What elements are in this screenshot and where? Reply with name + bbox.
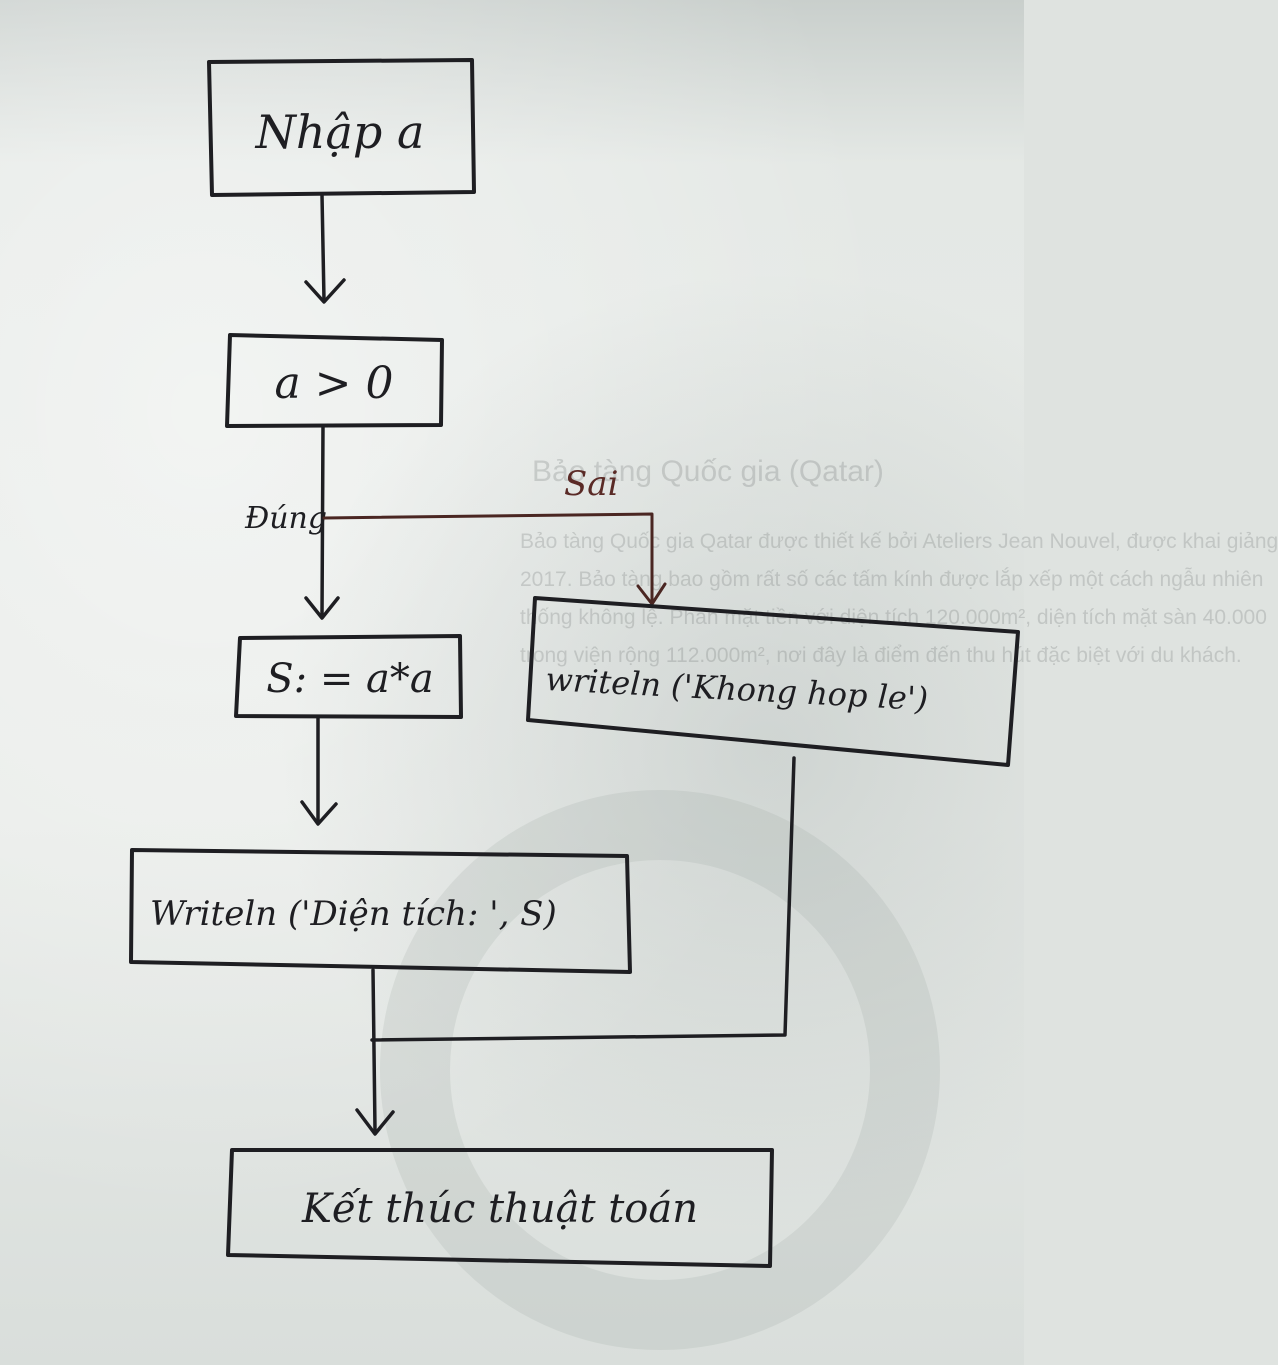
end-box: Kết thúc thuật toán	[226, 1148, 774, 1268]
arrow-input-to-condition	[304, 193, 346, 304]
input-box: Nhập a	[207, 58, 476, 197]
flowchart: Nhập a a > 0 Đúng Sai S: = a*a writeln (…	[129, 58, 1020, 1268]
assign-step-text: S: = a*a	[266, 656, 434, 702]
arrow-to-end	[355, 968, 395, 1136]
false-branch-label: Sai	[564, 464, 618, 504]
true-output-box: Writeln ('Diện tích: ', S)	[129, 848, 632, 974]
arrow-condition-to-assign	[304, 424, 340, 620]
show-through-title: Bảo tàng Quốc gia (Qatar)	[532, 455, 884, 488]
arrow-condition-to-false-output	[322, 512, 667, 606]
show-through-line: Bảo tàng Quốc gia Qatar được thiết kế bở…	[520, 530, 1278, 553]
true-output-text: Writeln ('Diện tích: ', S)	[150, 894, 557, 934]
true-branch-label: Đúng	[244, 501, 327, 536]
arrow-assign-to-true-output	[300, 716, 338, 826]
condition-box: a > 0	[225, 333, 444, 428]
false-output-text: writeln ('Khong hop le')	[545, 660, 930, 718]
show-through-line: trong viện rộng 112.000m², nơi đây là đi…	[520, 644, 1242, 667]
assign-box: S: = a*a	[234, 634, 463, 719]
condition-text: a > 0	[274, 358, 393, 409]
false-output-box: writeln ('Khong hop le')	[526, 596, 1020, 767]
end-step-text: Kết thúc thuật toán	[301, 1186, 698, 1232]
input-step-text: Nhập a	[255, 105, 425, 159]
show-through-line: 2017. Bảo tàng bao gồm rất số các tấm kí…	[520, 568, 1264, 591]
merge-connector	[370, 756, 796, 1042]
